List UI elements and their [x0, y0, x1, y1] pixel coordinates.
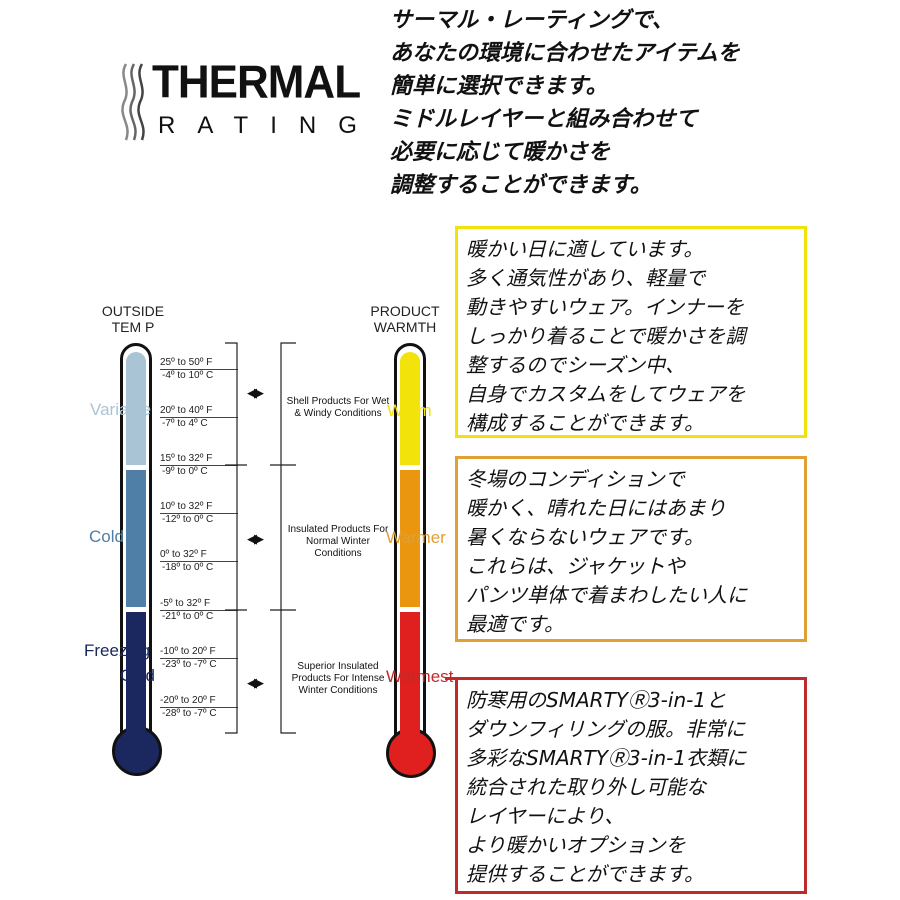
intro-line: サーマル・レーティングで、 — [390, 8, 674, 33]
range-c: -7º to 4º C — [162, 418, 208, 429]
intro-line: ミドルレイヤーと組み合わせて — [390, 107, 698, 132]
intro-text: サーマル・レーティングで、 あなたの環境に合わせたアイテムを 簡単に選択できます… — [390, 4, 740, 202]
heading-line: TEM P — [111, 319, 155, 335]
cold-segment — [126, 470, 146, 607]
box-line: 統合された取り外し可能な — [466, 775, 706, 799]
box-line: 整するのでシーズン中、 — [466, 353, 685, 377]
box-line: 暖かい日に適しています。 — [466, 237, 704, 261]
box-line: しっかり着ることで暖かさを調 — [466, 324, 746, 348]
range-f: 0º to 32º F — [160, 549, 238, 562]
temp-range: -20º to 20º F-28º to -7º C — [160, 695, 240, 719]
range-f: 15º to 32º F — [160, 453, 238, 466]
temp-range: 25º to 50º F-4º to 10º C — [160, 357, 240, 381]
warmer-segment — [400, 470, 420, 607]
range-f: -20º to 20º F — [160, 695, 238, 708]
product-warmth-heading: PRODUCT WARMTH — [365, 303, 445, 335]
double-arrow-icon: ◀▶ — [247, 386, 264, 401]
box-line: ダウンフィリングの服。非常に — [466, 717, 745, 741]
warm-description-box: 暖かい日に適しています。 多く通気性があり、軽量で 動きやすいウェア。インナーを… — [455, 226, 807, 438]
level-warmer: Warmer — [386, 528, 446, 547]
intro-line: 調整することができます。 — [390, 173, 652, 198]
box-line: 自身でカスタムをしてウェアを — [466, 382, 746, 406]
range-f: -5º to 32º F — [160, 598, 238, 611]
freezing-segment — [126, 612, 146, 742]
box-line: 提供することができます。 — [466, 862, 704, 886]
variable-segment — [126, 352, 146, 465]
temp-range: -10º to 20º F-23º to -7º C — [160, 646, 240, 670]
intro-line: 必要に応じて暖かさを — [390, 140, 611, 165]
box-line: より暖かいオプションを — [466, 833, 686, 857]
box-line: 暑くならないウェアです。 — [466, 525, 704, 549]
level-freezing: Freezing — [84, 641, 151, 660]
range-f: 25º to 50º F — [160, 357, 238, 370]
range-c: -21º to 0º C — [162, 611, 214, 622]
logo-thermal: THERMAL — [152, 56, 361, 109]
box-line: レイヤーにより、 — [466, 804, 625, 828]
connector-line — [445, 677, 457, 680]
box-line: 最適です。 — [466, 612, 564, 636]
warmest-segment — [400, 612, 420, 744]
range-c: -4º to 10º C — [162, 370, 214, 381]
level-variable: Variable — [90, 400, 152, 419]
double-arrow-icon: ◀▶ — [247, 532, 264, 547]
product-shell: Shell Products For Wet & Windy Condition… — [286, 396, 390, 419]
level-warm: Warm — [387, 401, 432, 420]
box-line: 動きやすいウェア。インナーを — [466, 295, 744, 319]
warm-segment — [400, 352, 420, 465]
range-c: -23º to -7º C — [162, 659, 217, 670]
box-line: これらは、ジャケットや — [466, 554, 685, 578]
product-superior: Superior Insulated Products For Intense … — [291, 661, 385, 696]
level-cold: Cold — [89, 527, 124, 546]
range-c: -18º to 0º C — [162, 562, 214, 573]
heading-line: PRODUCT — [370, 303, 440, 319]
temp-range: 10º to 32º F-12º to 0º C — [160, 501, 240, 525]
level-freezing-cold: Cold — [120, 666, 155, 685]
double-arrow-icon: ◀▶ — [247, 676, 264, 691]
temp-range: 0º to 32º F-18º to 0º C — [160, 549, 240, 573]
logo-rating: RATING — [158, 112, 379, 139]
outside-temp-heading: OUTSIDE TEM P — [93, 303, 173, 335]
box-line: 暖かく、晴れた日にはあまり — [466, 496, 726, 520]
heading-line: WARMTH — [373, 319, 437, 335]
box-line: 防寒用のSMARTYⓇ3-in-1と — [466, 688, 727, 712]
box-line: 構成することができます。 — [466, 411, 704, 435]
heat-waves-icon — [121, 63, 145, 141]
box-line: パンツ単体で着まわしたい人に — [466, 583, 747, 607]
range-f: 10º to 32º F — [160, 501, 238, 514]
intro-line: あなたの環境に合わせたアイテムを — [390, 41, 740, 66]
box-line: 多く通気性があり、軽量で — [466, 266, 706, 290]
box-line: 多彩なSMARTYⓇ3-in-1衣類に — [466, 746, 747, 770]
warmest-description-box: 防寒用のSMARTYⓇ3-in-1と ダウンフィリングの服。非常に 多彩なSMA… — [455, 677, 807, 894]
range-f: 20º to 40º F — [160, 405, 238, 418]
heading-line: OUTSIDE — [101, 303, 165, 319]
temp-range: 15º to 32º F-9º to 0º C — [160, 453, 240, 477]
range-c: -9º to 0º C — [162, 466, 208, 477]
range-f: -10º to 20º F — [160, 646, 238, 659]
range-c: -28º to -7º C — [162, 708, 217, 719]
range-c: -12º to 0º C — [162, 514, 214, 525]
product-insulated: Insulated Products For Normal Winter Con… — [287, 524, 389, 559]
temp-range: 20º to 40º F-7º to 4º C — [160, 405, 240, 429]
temp-range: -5º to 32º F-21º to 0º C — [160, 598, 240, 622]
warmer-description-box: 冬場のコンディションで 暖かく、晴れた日にはあまり 暑くならないウェアです。 こ… — [455, 456, 807, 642]
intro-line: 簡単に選択できます。 — [390, 74, 608, 99]
box-line: 冬場のコンディションで — [466, 467, 685, 491]
level-warmest: Warmest — [386, 667, 454, 686]
brackets — [225, 342, 296, 734]
